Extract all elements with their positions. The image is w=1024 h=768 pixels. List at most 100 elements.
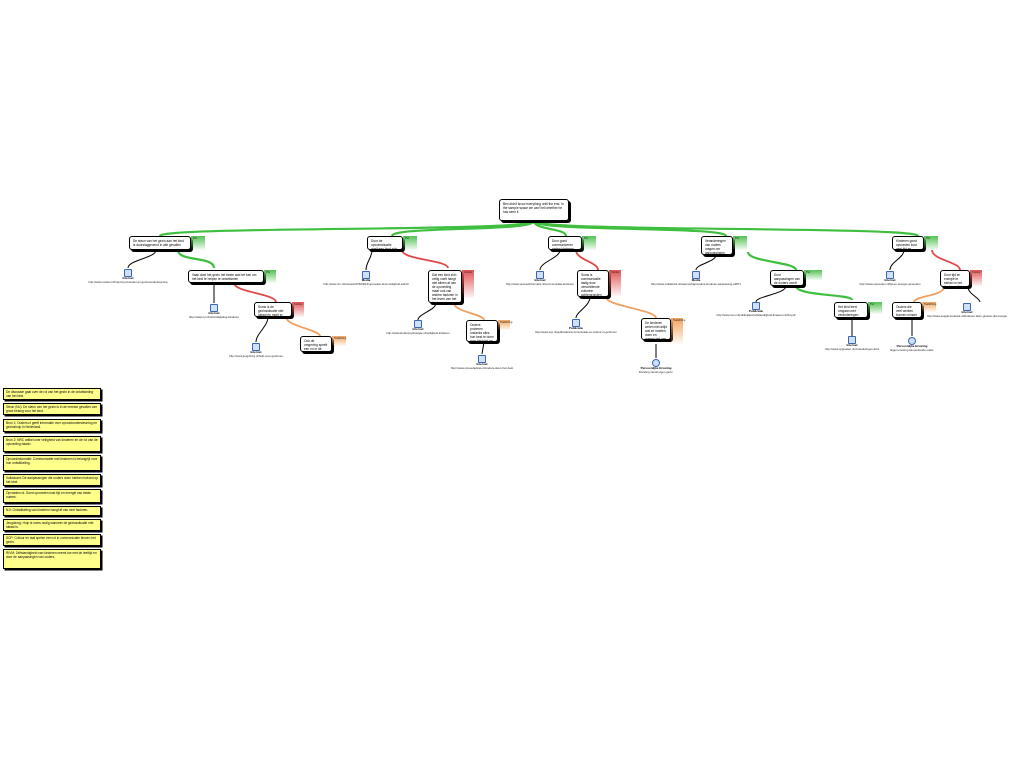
source-url[interactable]: http://www.opvoeden.nl/tijd-en-energie-o… (859, 281, 921, 286)
source-name: Internet (122, 276, 134, 280)
pro-tag: Pro (733, 236, 747, 250)
note-item[interactable]: RIVM: Zelfstandigheid van kinderen neemt… (3, 549, 101, 569)
source-url[interactable]: Ervaring vanuit eigen gezin (639, 369, 673, 374)
source-name: Publicatie (568, 326, 584, 330)
contra-tag: Contra (462, 270, 474, 298)
note-item[interactable]: NJI: Ontwikkeling van kinderen hangt af … (3, 506, 101, 516)
source-item[interactable]: Internet http://www.ouders.nl/hulp-bij-o… (73, 269, 183, 284)
pro-tag: Pro (924, 236, 938, 250)
source-url[interactable]: http://www.opgroeien.nl/veranderingen-ki… (825, 346, 879, 351)
branch-node[interactable]: Door de opvoedsituatie voelt een kind zi… (367, 236, 403, 250)
internet-icon (963, 303, 971, 311)
source-url[interactable]: http://www.rivm.nl/publicaties/zelfstand… (716, 312, 796, 317)
note-item[interactable]: De discussie gaat over de rol van het ge… (3, 388, 101, 400)
source-url[interactable]: Eigen ervaring als werkende ouder (890, 347, 934, 352)
source-item[interactable]: Internet http://www.opvoedinformatie.nl/… (485, 271, 595, 286)
note-item[interactable]: Bron 1: Ouders.nl geeft informatie over … (3, 419, 101, 432)
source-name: Publicatie (748, 309, 764, 313)
note-tag: Toelichting (671, 318, 685, 344)
sub-node[interactable]: De kinderen weten niet altijd wat ze moe… (641, 318, 671, 340)
person-icon (652, 359, 660, 367)
source-url[interactable]: http://www.jeugdzorg.nl/hulp-voor-gezinn… (229, 353, 283, 358)
source-url[interactable]: http://www.volkskrant.nl/wetenschap/oude… (651, 281, 741, 286)
source-url[interactable]: http://www.kinderpsychologie.nl/veilighe… (386, 330, 450, 335)
pro-tag: Pro (403, 236, 417, 250)
sub-node[interactable]: Ouders die veel werken kunnen minder tij… (892, 302, 922, 318)
sub-node[interactable]: Dat een kind zich veilig voelt hangt nie… (428, 270, 462, 303)
source-name: Media (361, 278, 371, 282)
source-item[interactable]: Internet http://www.jeugdzorg.nl/hulp-vo… (201, 343, 311, 358)
pro-tag: Pro (804, 270, 822, 280)
branch-node[interactable]: Veranderingen van ouders vragen om aanpa… (701, 236, 733, 255)
note-tag: Toelichting (332, 336, 346, 346)
media-icon (362, 271, 370, 279)
source-name: Internet (412, 327, 424, 331)
source-item[interactable]: Media http://www.nrc.nl/nieuws/2015/03/1… (311, 271, 421, 286)
source-item[interactable]: Media http://www.volkskrant.nl/wetenscha… (641, 271, 751, 286)
source-name: Internet (208, 311, 220, 315)
publication-icon (572, 319, 580, 327)
source-url[interactable]: http://www.nji.nl/nl/ontwikkeling-kinder… (188, 314, 240, 319)
source-name: Internet (534, 278, 546, 282)
source-name: Internet (476, 362, 488, 366)
source-url[interactable]: http://www.nrc.nl/nieuws/2015/03/12/opvo… (323, 281, 409, 286)
note-tag: Toelichting (498, 320, 512, 330)
sub-node[interactable]: Door tijd en energie te steken in het ki… (940, 270, 970, 287)
sub-node[interactable]: Ouders proberen ondanks alles hun best t… (466, 320, 498, 342)
sub-node[interactable]: Soms is communicatie lastig door verschi… (577, 270, 609, 297)
branch-node[interactable]: Kinderen goed opvoeden kost veel tijd en… (892, 236, 924, 250)
source-name: Persoonlijke Ervaring (640, 366, 672, 370)
source-item[interactable]: Persoonlijke Ervaring Eigen ervaring als… (857, 337, 967, 352)
internet-icon (210, 304, 218, 312)
source-item[interactable]: Internet http://www.opgroeien.nl/verande… (797, 336, 907, 351)
sub-node[interactable]: Ook de omgeving speelt een rol in de ont… (300, 336, 332, 352)
source-name: Media (691, 278, 701, 282)
internet-icon (886, 271, 894, 279)
source-url[interactable]: http://www.opvoedadvies.nl/ouders-doen-h… (450, 365, 514, 370)
source-name: Internet (250, 350, 262, 354)
source-item[interactable]: Persoonlijke Ervaring Ervaring vanuit ei… (601, 359, 711, 374)
source-item[interactable]: Publicatie http://www.scp.nl/publicaties… (521, 319, 631, 334)
source-item[interactable]: Internet http://www.opvoeden.nl/tijd-en-… (835, 271, 945, 286)
note-item[interactable]: Steun (NL): De steun van het gezin is in… (3, 403, 101, 415)
sub-node[interactable]: Vaak doet het gezin het beste wat het ka… (188, 270, 264, 283)
internet-icon (848, 336, 856, 344)
pro-tag: Pro (191, 236, 205, 250)
sub-node[interactable]: Soms is de gezinssituatie niet ideaal en… (254, 302, 292, 317)
source-url[interactable]: http://www.opvoedinformatie.nl/communica… (506, 281, 574, 286)
publication-icon (752, 302, 760, 310)
source-item[interactable]: Publicatie http://www.rivm.nl/publicatie… (701, 302, 811, 317)
note-item[interactable]: Bron 2: NRC artikel over veiligheid van … (3, 436, 101, 452)
note-tag: Toelichting (922, 302, 936, 312)
note-item[interactable]: SCP: Cultuur en taal spelen een rol in c… (3, 534, 101, 546)
source-name: Internet (846, 343, 858, 347)
pro-tag: Pro (582, 236, 596, 250)
internet-icon (124, 269, 132, 277)
source-item[interactable]: Internet http://www.opvoedadvies.nl/oude… (427, 355, 537, 370)
source-name: Internet (884, 278, 896, 282)
contra-tag: Contra (609, 270, 621, 296)
pro-tag: Pro (868, 302, 882, 314)
pro-tag: Pro (264, 270, 276, 283)
internet-icon (478, 355, 486, 363)
source-item[interactable]: Internet http://www.nji.nl/nl/ontwikkeli… (159, 304, 269, 319)
note-item[interactable]: Opvoeden.nl: Goed opvoeden kost tijd en … (3, 489, 101, 503)
internet-icon (252, 343, 260, 351)
source-name: Internet (961, 310, 973, 314)
note-item[interactable]: Jeugdzorg: Hulp is soms nodig wanneer de… (3, 519, 101, 531)
branch-node[interactable]: Door goed communiceren weten kinderen wa… (548, 236, 582, 250)
source-name: Persoonlijke Ervaring (896, 344, 928, 348)
sub-node[interactable]: Het kind leert omgaan met veranderingen (834, 302, 868, 318)
note-item[interactable]: Opvoedinformatie: Communicatie met kinde… (3, 455, 101, 471)
source-item[interactable]: Internet http://www.kinderpsychologie.nl… (363, 320, 473, 335)
root-claim[interactable]: Ben didn't know everything until the end… (499, 199, 569, 221)
note-item[interactable]: Volkskrant: De aanpassingen die ouders d… (3, 474, 101, 486)
source-item[interactable]: Internet http://www.jeugdennetwerk.nl/ki… (912, 303, 1022, 318)
source-url[interactable]: http://www.ouders.nl/hulp-bij-opvoeden-e… (88, 279, 168, 284)
branch-node[interactable]: De steun van het gezin aan het kind is d… (129, 236, 191, 250)
media-icon (692, 271, 700, 279)
sub-node[interactable]: Door aanpassingen van de ouders wordt he… (770, 270, 804, 286)
source-url[interactable]: http://www.jeugdennetwerk.nl/kinderen-la… (927, 313, 1007, 318)
source-url[interactable]: http://www.scp.nl/publicaties/communicat… (535, 329, 617, 334)
